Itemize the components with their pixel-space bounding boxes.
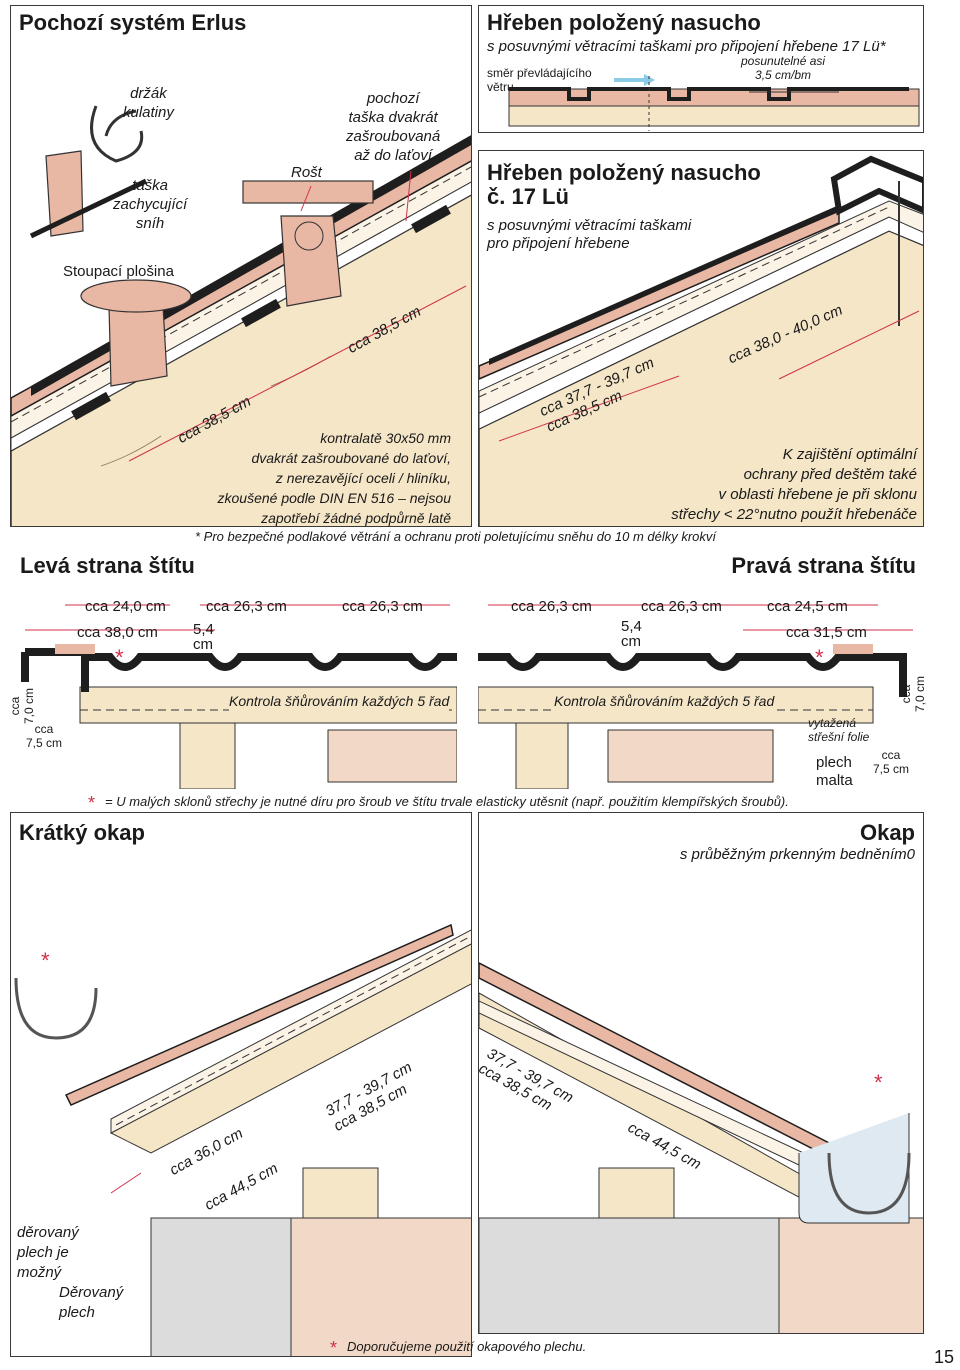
ridge-top-drawing <box>508 74 920 131</box>
shift-label: posunutelné asi 3,5 cm/bm <box>741 54 826 82</box>
gable-right-side-w: cca 7,5 cm <box>873 748 910 776</box>
holder-label: držák kulatiny <box>123 85 174 121</box>
ridge-footnote: * Pro bezpečné podlakové větrání a ochra… <box>195 529 717 544</box>
eave-subtitle: s průběžným prkenným bedněním0 <box>679 846 915 863</box>
gable-left-side-w: cca 7,5 cm <box>26 722 63 750</box>
gable-right-dim-second-2: cca 31,5 cm <box>786 624 867 641</box>
gable-footnote: = U malých sklonů střechy je nutné díru … <box>105 794 789 809</box>
gable-right-dim-second-1: 5,4 cm <box>621 618 642 650</box>
ridge-main-title: Hřeben položený nasucho č. 17 Lü <box>487 160 761 209</box>
ridge-top-title: Hřeben položený nasucho <box>487 10 761 35</box>
gable-left-side-h: cca 7,0 cm <box>8 687 37 725</box>
short-eave-star: * <box>41 948 50 973</box>
eave-drawing <box>479 962 923 1333</box>
gable-right-star: * <box>815 645 824 670</box>
wind-label: směr převládajícího větru <box>487 66 592 94</box>
page-number: 15 <box>933 1347 954 1367</box>
walk-tile-label: pochozí taška dvakrát zašroubovaná až do… <box>346 90 441 164</box>
gable-left-dim-second-1: cca 38,0 cm <box>77 624 158 641</box>
gable-left-dim-second-2: 5,4 cm <box>193 621 214 653</box>
ridge-top-subtitle: s posuvnými větracími taškami pro připoj… <box>487 38 886 55</box>
gable-right-dim-top-2: cca 26,3 cm <box>641 598 722 615</box>
eave-footnote-star: * <box>330 1338 338 1358</box>
gable-malta-label: malta <box>816 772 853 789</box>
panel-walk-system: Pochozí systém Erlus držák kulatiny tašk… <box>10 5 472 527</box>
gable-left-dim-top-2: cca 26,3 cm <box>206 598 287 615</box>
gable-plech-label: plech <box>816 754 852 771</box>
walk-system-drawing <box>11 105 471 526</box>
ridge-main-subtitle: s posuvnými větracími taškami pro připoj… <box>487 217 692 252</box>
gable-right-title: Pravá strana štítu <box>731 553 916 578</box>
snow-tile-label: taška zachycující sníh <box>113 177 188 232</box>
panel-ridge-main: Hřeben položený nasucho č. 17 Lü s posuv… <box>478 150 924 527</box>
eave-star: * <box>874 1070 883 1095</box>
perforated-possible-label: děrovaný plech je možný <box>17 1224 79 1281</box>
panel-ridge-top: Hřeben položený nasucho s posuvnými větr… <box>478 5 924 133</box>
grate-label: Rošt <box>291 164 322 181</box>
gable-left-dim-top-1: cca 24,0 cm <box>85 598 166 615</box>
gable-left-dim-top-3: cca 26,3 cm <box>342 598 423 615</box>
ridge-note: K zajištění optimální ochrany před deště… <box>671 446 917 523</box>
gable-left-check: Kontrola šňůrováním každých 5 řad <box>229 692 450 711</box>
eave-footnote: Doporučujeme použití okapového plechu. <box>347 1339 587 1354</box>
perforated-label: Děrovaný plech <box>59 1284 124 1321</box>
short-eave-title: Krátký okap <box>19 820 145 845</box>
gable-left-star: * <box>115 645 124 670</box>
eave-title: Okap <box>859 820 915 845</box>
walk-system-title: Pochozí systém Erlus <box>19 10 247 35</box>
gable-right-dim-top-1: cca 26,3 cm <box>511 598 592 615</box>
panel-eave: Okap s průběžným prkenným bedněním0 37,7… <box>478 812 924 1334</box>
ridge-main-drawing <box>479 155 923 526</box>
gable-right-dim-top-3: cca 24,5 cm <box>767 598 848 615</box>
gable-right-check: Kontrola šňůrováním každých 5 řad <box>554 692 775 711</box>
counter-batten-label: kontralatě 30x50 mm dvakrát zašroubované… <box>217 430 451 526</box>
gable-foil-label: vytažená střešní folie <box>808 716 870 744</box>
gable-footnote-star: * <box>88 793 96 813</box>
panel-short-eave: Krátký okap cca 36,0 cm cca 44,5 cm 37,7… <box>10 812 472 1357</box>
gable-right-side-h: cca 7,0 cm <box>899 675 928 713</box>
gable-left-title: Levá strana štítu <box>20 553 195 578</box>
step-platform-label: Stoupací plošina <box>63 263 174 280</box>
short-eave-drawing <box>14 923 471 1356</box>
